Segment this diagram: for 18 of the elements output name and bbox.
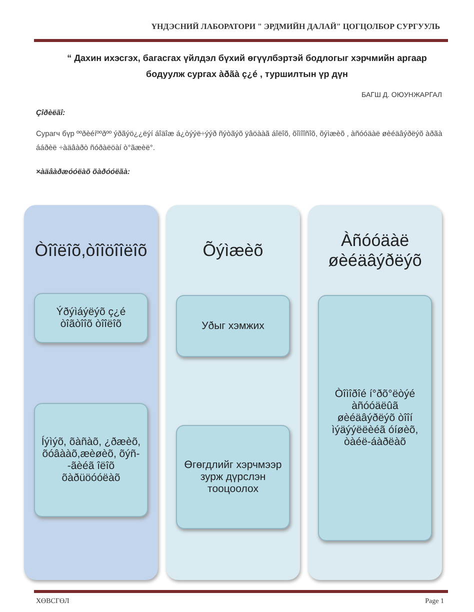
- column-panel: [24, 205, 158, 580]
- column-panel: [308, 205, 442, 580]
- box-text: Ýðýìáýëýõ ç¿é òîãòîîõ òîîëîõ: [55, 306, 127, 330]
- box-text: Өгөгдлийг хэрчмээр зурж дүрслэн тооцоолох: [183, 459, 283, 495]
- header-text: ҮНДЭСНИЙ ЛАБОРАТОРИ " ЭРДМИЙН ДАЛАЙ" ЦОГЦОЛБОР СУРГУУЛЬ: [151, 22, 440, 31]
- column-panel: [166, 205, 300, 580]
- content-box: [176, 295, 290, 357]
- box-text: Íýìýõ, õàñàõ, ¿ðæèõ, õóâààõ,æèøèõ, õýñ--ãèéã îëîõ õàðüöóóëàõ: [40, 436, 142, 484]
- content-box: [34, 293, 148, 343]
- content-box: [318, 295, 432, 541]
- box-text: Уðыг хэмжих: [200, 320, 266, 332]
- column-heading: Õýìæèõ: [202, 240, 264, 262]
- box-text: Òîìîðîé í°ðõ°ëòýé àñóóäëûã øèéäâýðëýõ òîîí ìýäýýëëèéã óíøèõ, òàéë-áàðëàõ: [330, 388, 420, 448]
- content-box: [34, 403, 148, 517]
- content-box: [176, 425, 290, 529]
- document-title: “ Дахин ихэсгэх, багасгах үйлдэл бүхий өгүүлбэртэй бодлогыг хэрчмийн аргаар бодуулж сургах àðãà ç¿é , туршилтын үр дүн: [66, 52, 428, 81]
- column-heading: Òîîëîõ,òîîöîîëîõ: [34, 240, 148, 262]
- column-heading: Àñóóäàë øèéäâýðëýõ: [327, 230, 423, 272]
